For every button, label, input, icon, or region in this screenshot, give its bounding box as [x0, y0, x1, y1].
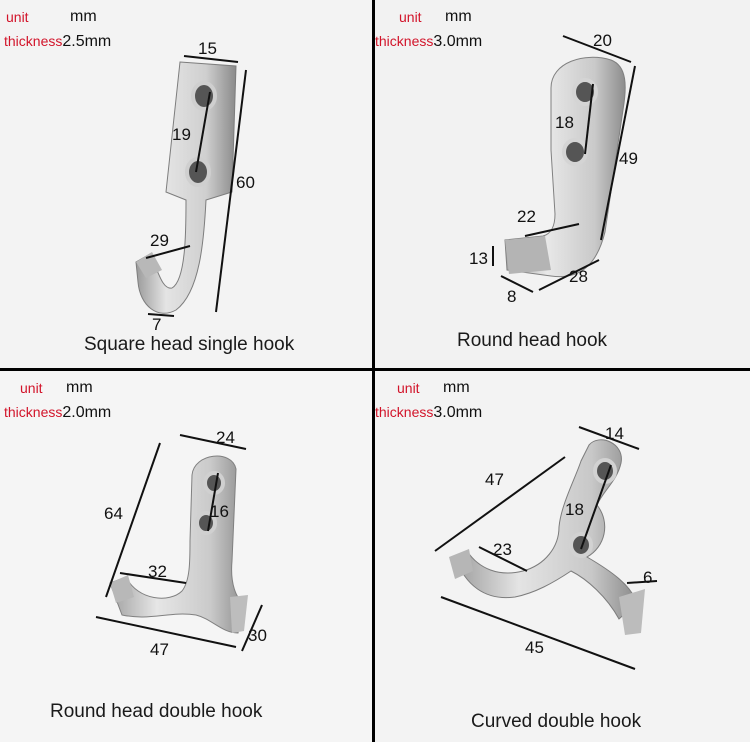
hook-left-tip: [449, 549, 473, 579]
dim-hole-distance: 18: [565, 500, 584, 519]
thickness-spec: thickness3.0mm: [375, 30, 482, 53]
caption: Square head single hook: [84, 334, 295, 355]
thickness-label: thickness: [375, 33, 434, 49]
unit-label: unit: [6, 9, 29, 25]
dim-span: 47: [150, 640, 169, 659]
vertical-divider: [372, 0, 375, 742]
unit-value: mm: [443, 379, 470, 396]
unit-value: mm: [445, 8, 472, 25]
thickness-label: thickness: [375, 404, 434, 420]
horizontal-divider: [0, 368, 750, 371]
dim-hook-length: 32: [148, 562, 167, 581]
dim-height: 60: [236, 173, 255, 192]
screw-hole-upper: [203, 471, 225, 495]
unit-label: unit: [20, 380, 43, 396]
thickness-value: 2.5mm: [62, 33, 112, 50]
hook-right-tip: [619, 589, 645, 635]
dim-hook-length: 22: [517, 207, 536, 226]
hook-illustration: 15 19 60 29 7: [135, 39, 255, 334]
hook-illustration: 14 47 18 23 6 45: [434, 424, 658, 670]
thickness-value: 3.0mm: [433, 33, 483, 50]
hook-right-tip: [230, 595, 248, 633]
unit-spec: unit mm: [20, 377, 93, 400]
hook-tip: [136, 252, 162, 278]
thickness-value: 3.0mm: [433, 404, 483, 421]
thickness-label: thickness: [4, 33, 63, 49]
dim-hole-distance: 19: [172, 125, 191, 144]
dim-diagonal-length: 47: [485, 470, 504, 489]
dim-tip-width: 6: [643, 568, 652, 587]
screw-hole-lower: [569, 532, 593, 558]
thickness-spec: thickness3.0mm: [375, 401, 482, 424]
dim-hook-height: 30: [248, 626, 267, 645]
dim-hook-width: 7: [152, 315, 161, 334]
dim-span: 45: [525, 638, 544, 657]
thickness-label: thickness: [4, 404, 63, 420]
dim-hole-distance: 18: [555, 113, 574, 132]
hook-illustration: 20 18 49 22 13 28 8: [469, 31, 638, 306]
dimension-lines: [95, 434, 263, 652]
dim-width: 24: [216, 428, 235, 447]
thickness-spec: thickness2.5mm: [4, 30, 111, 53]
dim-hole-distance: 16: [210, 502, 229, 521]
dim-height: 64: [104, 504, 123, 523]
hook-base: [505, 236, 551, 274]
caption: Round head double hook: [50, 701, 263, 722]
panel-round-head-hook: 20 18 49 22 13 28 8 unit mm thickness3.0…: [375, 0, 750, 368]
dimension-lines: [145, 55, 247, 317]
unit-spec: unit mm: [397, 377, 470, 400]
unit-value: mm: [66, 379, 93, 396]
screw-hole-lower: [562, 138, 588, 166]
screw-hole-upper: [593, 458, 617, 484]
unit-spec: unit mm: [399, 6, 472, 29]
dimension-lines: [492, 35, 636, 293]
hook-body: [109, 455, 245, 634]
hook-body: [504, 56, 626, 278]
dim-height: 49: [619, 149, 638, 168]
panel-curved-double-hook: 14 47 18 23 6 45 unit mm thickness3.0mm …: [375, 371, 750, 742]
dim-lip: 8: [507, 287, 516, 306]
caption: Round head hook: [457, 330, 608, 351]
unit-label: unit: [397, 380, 420, 396]
caption: Curved double hook: [471, 711, 642, 732]
dim-hook-depth: 29: [150, 231, 169, 250]
dim-depth: 28: [569, 267, 588, 286]
thickness-value: 2.0mm: [62, 404, 112, 421]
thickness-spec: thickness2.0mm: [4, 401, 111, 424]
unit-label: unit: [399, 9, 422, 25]
dim-hook-height: 13: [469, 249, 488, 268]
dimension-lines: [434, 426, 658, 670]
dim-arm-length: 23: [493, 540, 512, 559]
screw-hole-upper: [191, 81, 217, 111]
hook-body: [135, 61, 237, 314]
unit-spec: unit mm: [6, 6, 97, 29]
dim-width: 14: [605, 424, 624, 443]
hook-illustration: 24 16 64 32 47 30: [95, 428, 267, 659]
panel-round-head-double-hook: 24 16 64 32 47 30 unit mm thickness2.0mm…: [0, 371, 372, 742]
hook-left-tip: [110, 575, 134, 603]
panel-square-head-single-hook: 15 19 60 29 7 unit mm thickness2.5mm Squ…: [0, 0, 372, 368]
unit-value: mm: [70, 8, 97, 25]
dim-width: 20: [593, 31, 612, 50]
dim-width: 15: [198, 39, 217, 58]
